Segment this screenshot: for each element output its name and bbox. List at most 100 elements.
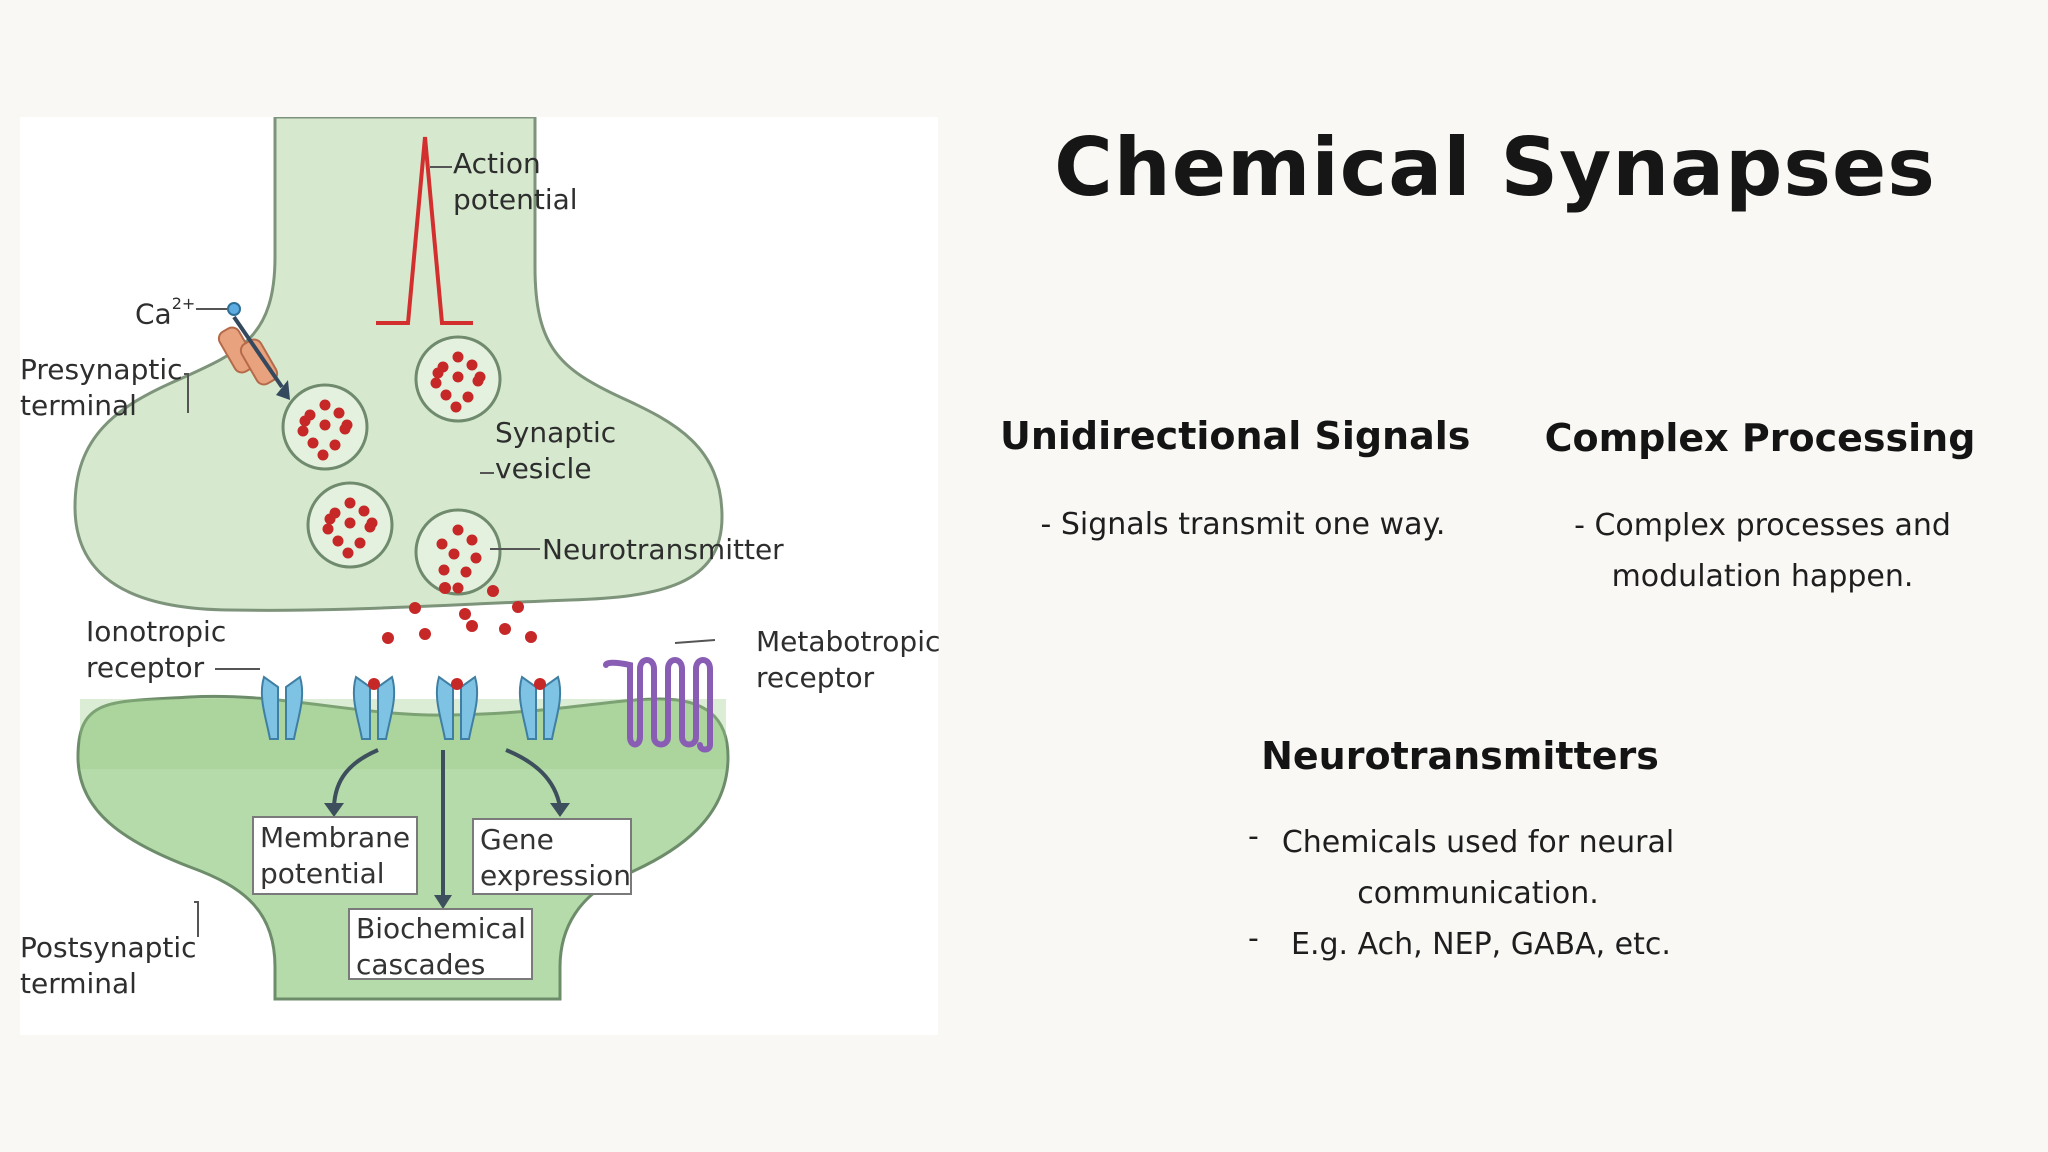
neurotransmitter-molecule [459,608,471,620]
metabotropic-leader [674,639,716,644]
vesicle-dot [452,524,464,536]
neurotransmitter-molecule [525,631,537,643]
neurotransmitter-molecule [487,585,499,597]
action-potential-label: Action potential [453,147,578,216]
vesicle-dot [440,389,452,401]
calcium-symbol: Ca [135,297,172,331]
membrane-potential-box [252,816,418,895]
vesicle-dot [438,564,450,576]
calcium-channel [196,302,290,400]
vesicle-dot [297,425,309,437]
presynaptic-leader [184,373,189,413]
membrane-potential-label: Membrane potential [260,821,411,890]
bound-neurotransmitter [368,678,380,690]
section-heading-neurotransmitters: Neurotransmitters [1261,734,1659,778]
receptor-subunit [352,675,371,740]
vesicle-dot [450,401,462,413]
gene-expression-box [472,818,632,895]
neurotransmitter-molecule [499,623,511,635]
ionotropic-receptor [435,675,479,740]
vesicle-dot [474,371,486,383]
neurotransmitter-label: Neurotransmitter [542,533,784,566]
neurotransmitter-bullet-1: - Chemicals used for neural communicatio… [1248,817,1688,919]
receptor-subunit [435,675,454,740]
receptor-subunit [285,675,304,740]
arrow-heads [324,803,570,909]
biochemical-cascades-box [348,908,533,980]
bullet-text: E.g. Ach, NEP, GABA, etc. [1291,927,1671,962]
postsynaptic-leader [194,901,199,937]
slide-title: Chemical Synapses [1054,121,1936,214]
receptor-subunit [543,675,562,740]
vesicle-dot [324,513,336,525]
vesicle-dot [460,566,472,578]
ionotropic-receptor-label: Ionotropic receptor [86,615,227,684]
section-heading-complex: Complex Processing [1544,416,1976,460]
postsynaptic-terminal-label: Postsynaptic terminal [20,931,197,1000]
neurotransmitter-molecule [512,601,524,613]
synapse-illustration [73,117,730,1001]
vesicle-dot [307,437,319,449]
receptor-subunit [460,675,479,740]
vesicle-dot [466,359,478,371]
neurotransmitter-bullet-2: - E.g. Ach, NEP, GABA, etc. [1248,919,1688,970]
released-neurotransmitter [382,582,537,644]
biochemical-cascades-label: Biochemical cascades [356,912,526,981]
calcium-label: Ca2+ [135,290,195,332]
vesicle-dot [299,415,311,427]
receptor-subunit [260,675,279,740]
action-potential-trace [376,136,473,325]
vesicle-dot [332,535,344,547]
vesicle-dot [317,449,329,461]
ionotropic-receptor [518,675,562,740]
neurotransmitter-molecule [439,582,451,594]
vesicle-dot [344,497,356,509]
section-text-complex: - Complex processes and modulation happe… [1574,508,1951,594]
synaptic-vesicles [281,335,502,596]
vesicle-dot [452,582,464,594]
vesicle-dot [432,367,444,379]
gene-expression-label: Gene expression [480,823,632,892]
vesicle-dot [354,537,366,549]
vesicle-dot [470,552,482,564]
receptor-subunit [518,675,537,740]
signal-arrows [332,748,562,899]
vesicle-dot [344,517,356,529]
vesicle-dot [466,534,478,546]
vesicle-dot [341,419,353,431]
neurotransmitter-molecule [419,628,431,640]
ionotropic-receptors [260,675,562,740]
bound-neurotransmitter [534,678,546,690]
neurotransmitter-molecule [382,632,394,644]
vesicle-dot [452,371,464,383]
bullet-dash: - [1248,819,1259,854]
vesicle-dot [436,538,448,550]
metabotropic-receptor-label: Metabotropic receptor [756,625,941,694]
vesicle-dot [333,407,345,419]
vesicle-dot [342,547,354,559]
vesicle-dot [448,548,460,560]
presynaptic-terminal-shape [73,117,724,612]
section-heading-unidirectional: Unidirectional Signals [1000,414,1471,458]
section-text-unidirectional: - Signals transmit one way. [1040,507,1446,542]
vesicle-dot [319,419,331,431]
vesicle-dot [329,439,341,451]
receptor-subunit [377,675,396,740]
vesicle-dot [319,399,331,411]
vesicle-dot [358,505,370,517]
ionotropic-receptor [352,675,396,740]
presynaptic-terminal-label: Presynaptic terminal [20,353,183,422]
vesicle-dot [452,351,464,363]
vesicle-dot [366,517,378,529]
metabotropic-receptor-shape [603,657,713,753]
ionotropic-receptor [260,675,304,740]
calcium-charge: 2+ [171,294,196,313]
vesicle-dot [430,377,442,389]
bullet-text: Chemicals used for neural communication. [1281,825,1675,911]
neurotransmitter-molecule [409,602,421,614]
vesicle-dot [462,391,474,403]
synapse-diagram: Action potential Ca2+ Presynaptic termin… [20,117,941,1035]
bound-neurotransmitter [451,678,463,690]
neurotransmitter-molecule [466,620,478,632]
